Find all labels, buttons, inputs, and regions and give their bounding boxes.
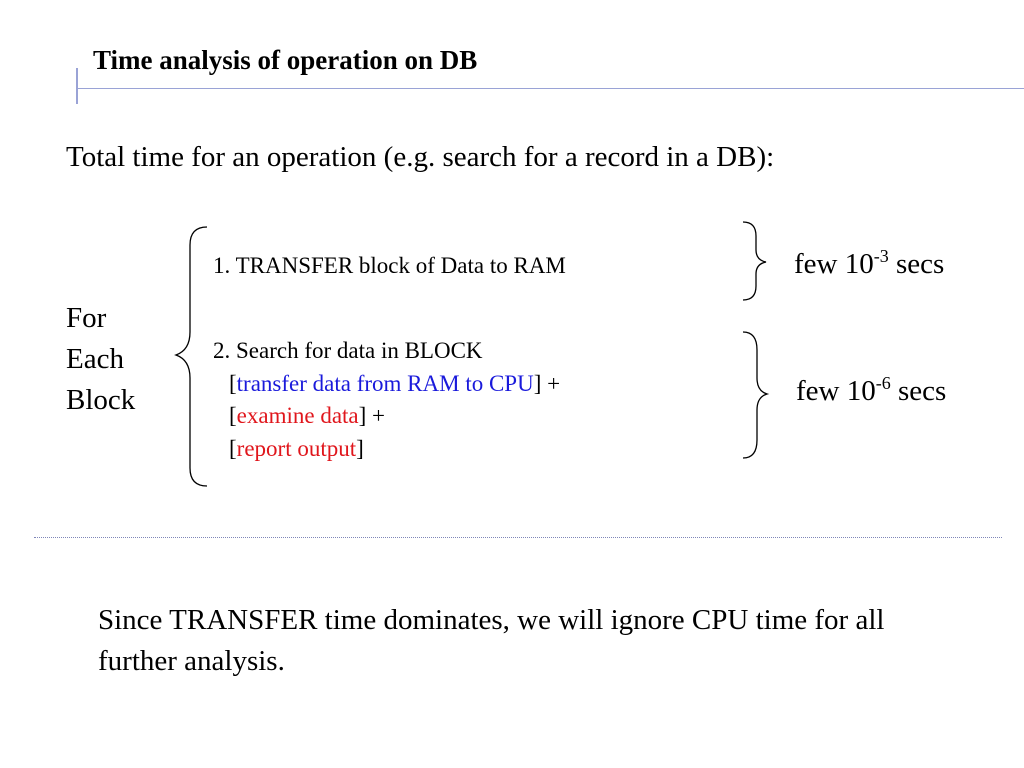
search-subitem-examine: [examine data] + bbox=[213, 400, 560, 433]
left-curly-brace bbox=[174, 226, 208, 487]
time-estimate-search: few 10-6 secs bbox=[796, 374, 946, 409]
time-exponent: -6 bbox=[875, 373, 891, 393]
loop-label-word: Each bbox=[66, 343, 124, 375]
time-exponent: -3 bbox=[873, 246, 889, 266]
conclusion-text: Since TRANSFER time dominates, we will i… bbox=[98, 604, 885, 677]
time-unit: secs bbox=[890, 375, 947, 407]
bracket: ] bbox=[356, 435, 364, 461]
time-estimate-transfer: few 10-3 secs bbox=[794, 247, 944, 282]
time-base: few 10 bbox=[796, 375, 876, 407]
search-subitem-report: [report output] bbox=[213, 433, 560, 466]
right-curly-brace-transfer bbox=[742, 221, 767, 301]
slide-title: Time analysis of operation on DB bbox=[93, 45, 478, 75]
bracket: ] + bbox=[533, 370, 561, 396]
subitem-text: transfer data from RAM to CPU bbox=[236, 370, 534, 396]
time-unit: secs bbox=[888, 248, 945, 280]
subitem-text: report output bbox=[236, 435, 357, 461]
step-transfer: 1. TRANSFER block of Data to RAM bbox=[213, 253, 566, 278]
section-divider bbox=[34, 537, 1002, 538]
title-accent-bar bbox=[76, 68, 78, 104]
bracket: ] + bbox=[358, 403, 386, 429]
title-underline bbox=[76, 88, 1024, 89]
step-search: 2. Search for data in BLOCK [transfer da… bbox=[213, 335, 560, 466]
search-subitem-transfer: [transfer data from RAM to CPU] + bbox=[213, 368, 560, 401]
time-base: few 10 bbox=[794, 248, 874, 280]
bracket: [ bbox=[229, 403, 237, 429]
subitem-text: examine data bbox=[236, 403, 359, 429]
step-search-heading: 2. Search for data in BLOCK bbox=[213, 338, 483, 363]
loop-label-word: For bbox=[66, 302, 107, 334]
intro-text: Total time for an operation (e.g. search… bbox=[66, 141, 775, 173]
loop-label: For Each Block bbox=[66, 298, 135, 421]
bracket: [ bbox=[229, 435, 237, 461]
bracket: [ bbox=[229, 370, 237, 396]
loop-label-word: Block bbox=[66, 384, 136, 416]
right-curly-brace-search bbox=[742, 331, 770, 459]
